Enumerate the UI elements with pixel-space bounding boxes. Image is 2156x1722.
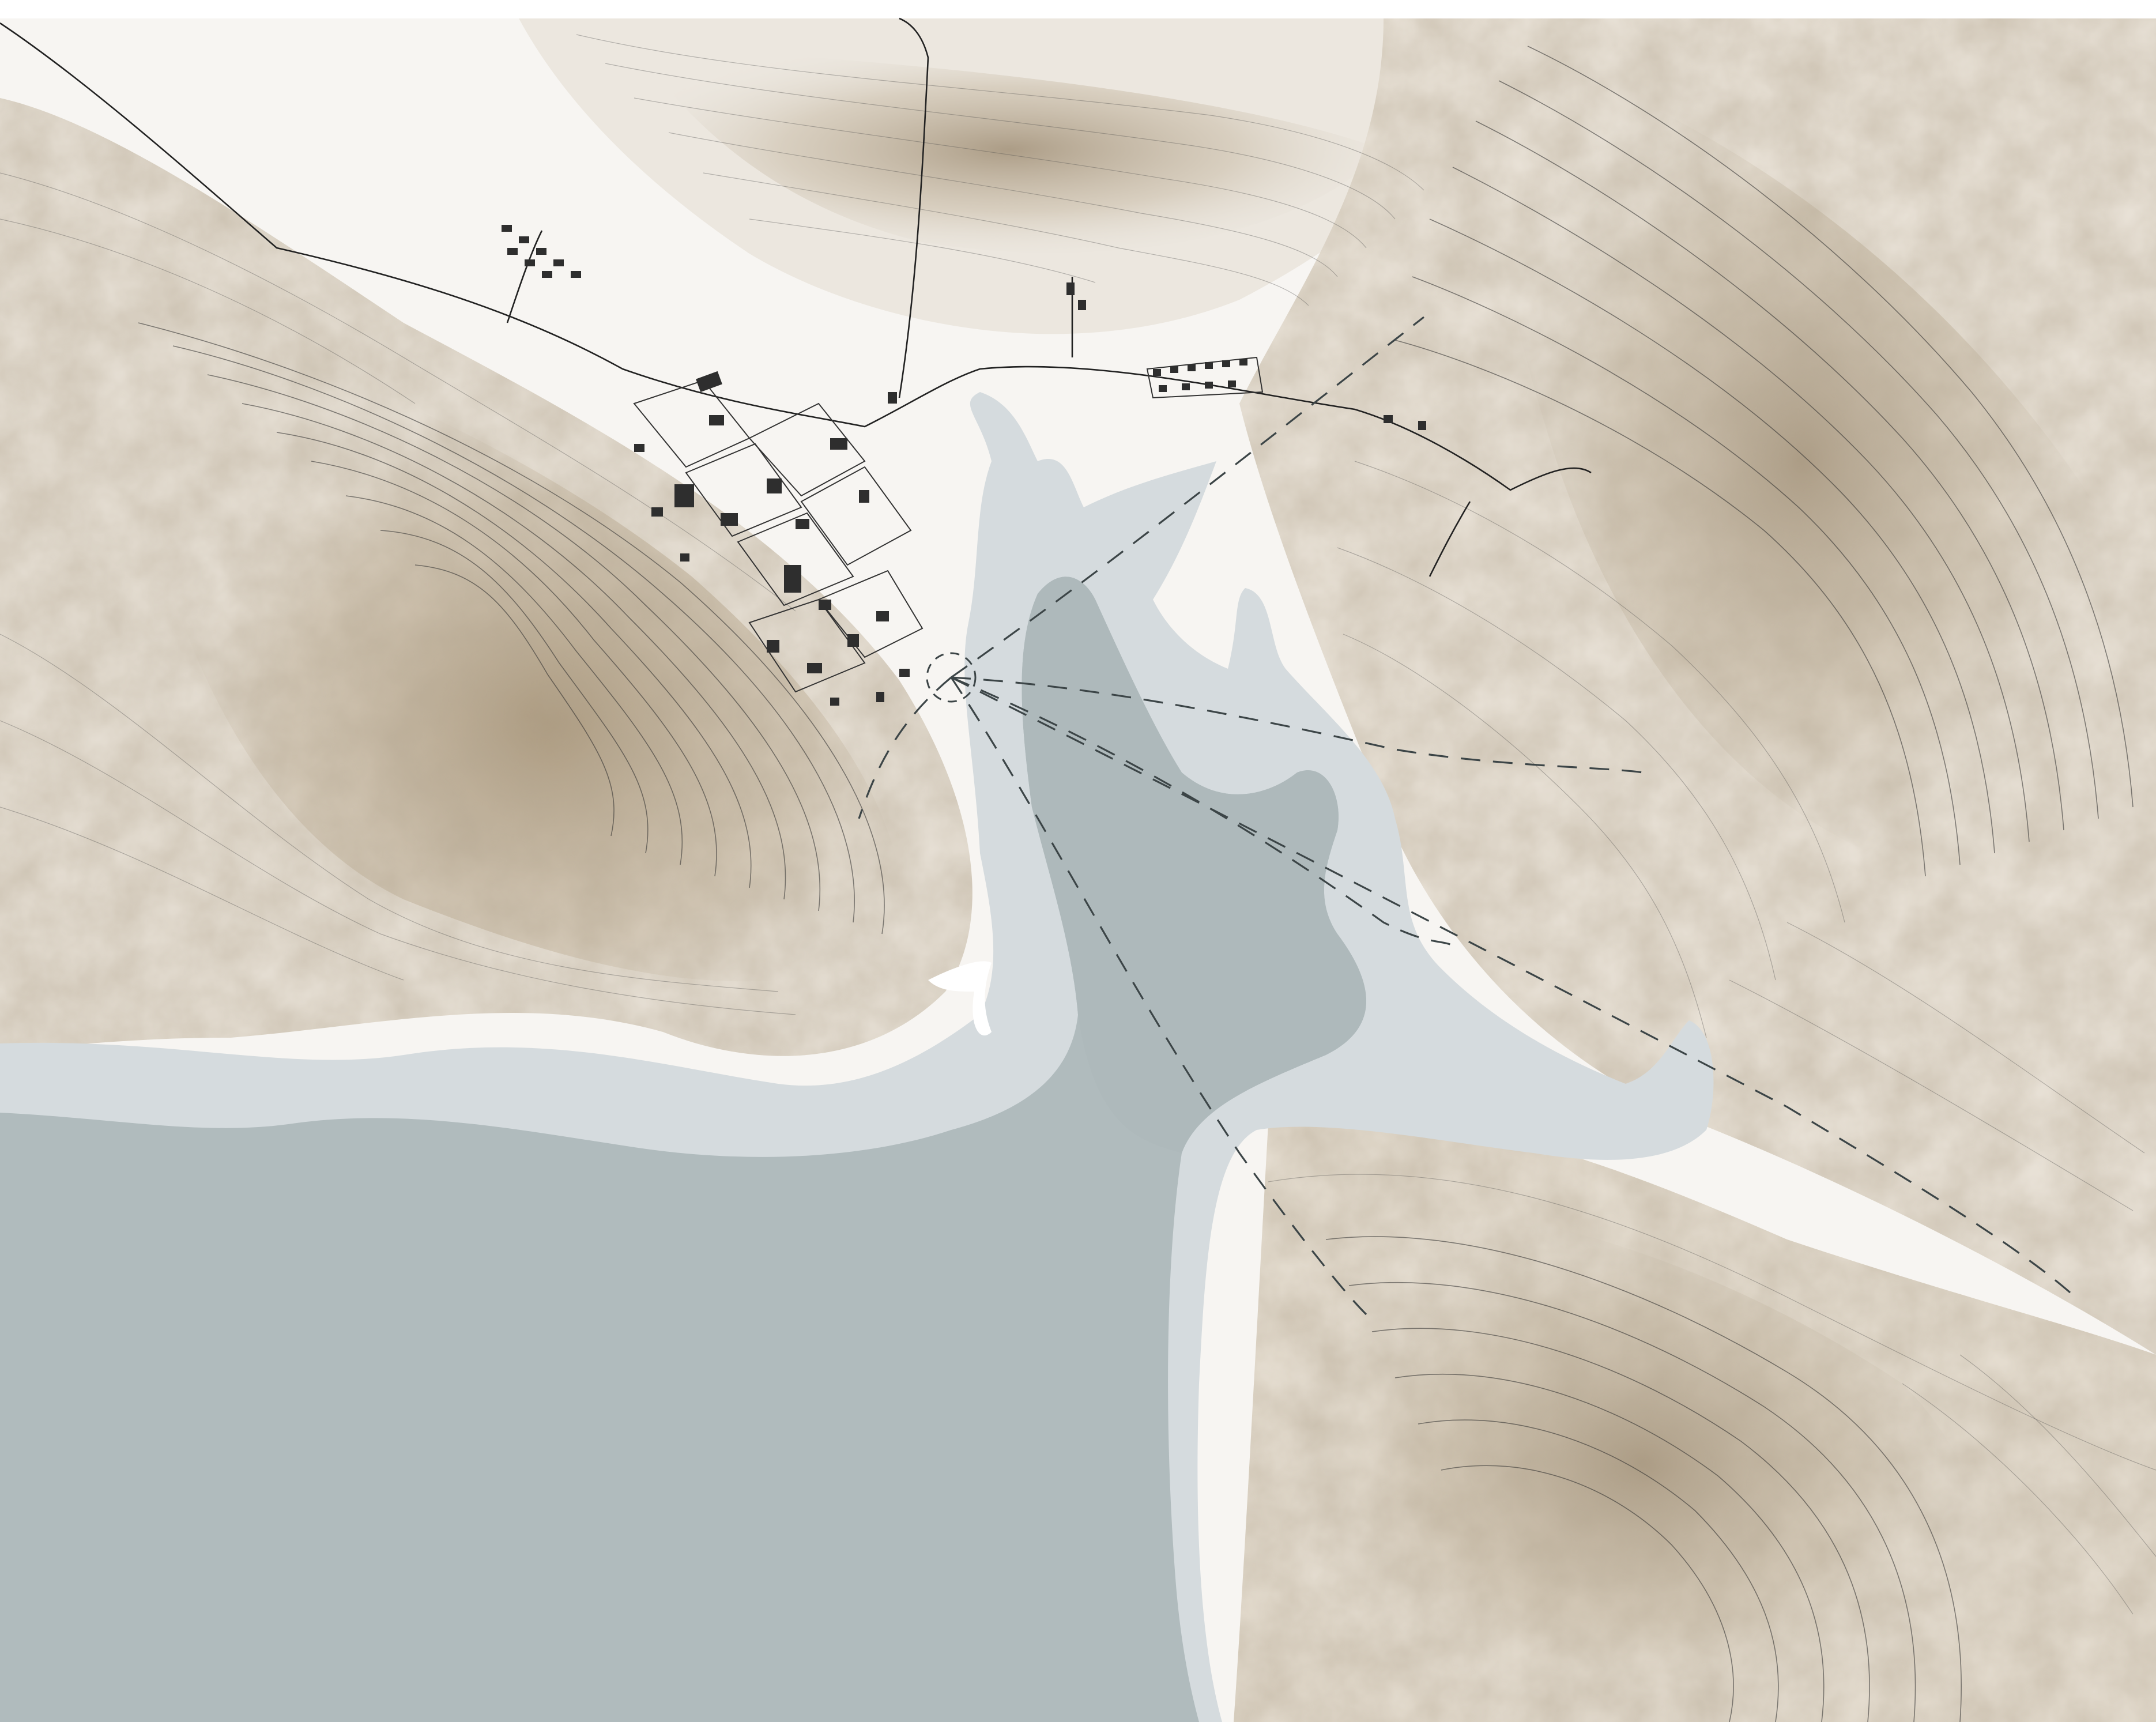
inner-bay[interactable] xyxy=(1022,576,1367,1153)
road-network xyxy=(0,17,1592,577)
sightline-far-east xyxy=(951,676,2076,1298)
water-layer xyxy=(0,392,1714,1722)
harbor-town[interactable] xyxy=(633,371,924,706)
sightline-network xyxy=(858,316,2076,1316)
sightline-east-ridge xyxy=(951,676,1644,774)
east-spur xyxy=(1428,501,1471,577)
east-hamlet[interactable] xyxy=(1146,356,1426,430)
sightline-viewpoint[interactable] xyxy=(926,652,977,703)
outer-sea[interactable] xyxy=(0,576,1366,1722)
contour-lines xyxy=(0,34,2156,1722)
north-hamlet[interactable] xyxy=(502,225,1086,310)
sightline-north-east xyxy=(951,316,1424,679)
north-road xyxy=(898,17,929,398)
north-ridge-shade xyxy=(634,46,1384,253)
harbor-jetty xyxy=(928,961,992,1036)
sightline-east-shore xyxy=(951,676,1453,947)
northwest-spur xyxy=(506,230,543,323)
terrain-texture xyxy=(0,18,2156,1722)
main-road xyxy=(0,22,1592,491)
